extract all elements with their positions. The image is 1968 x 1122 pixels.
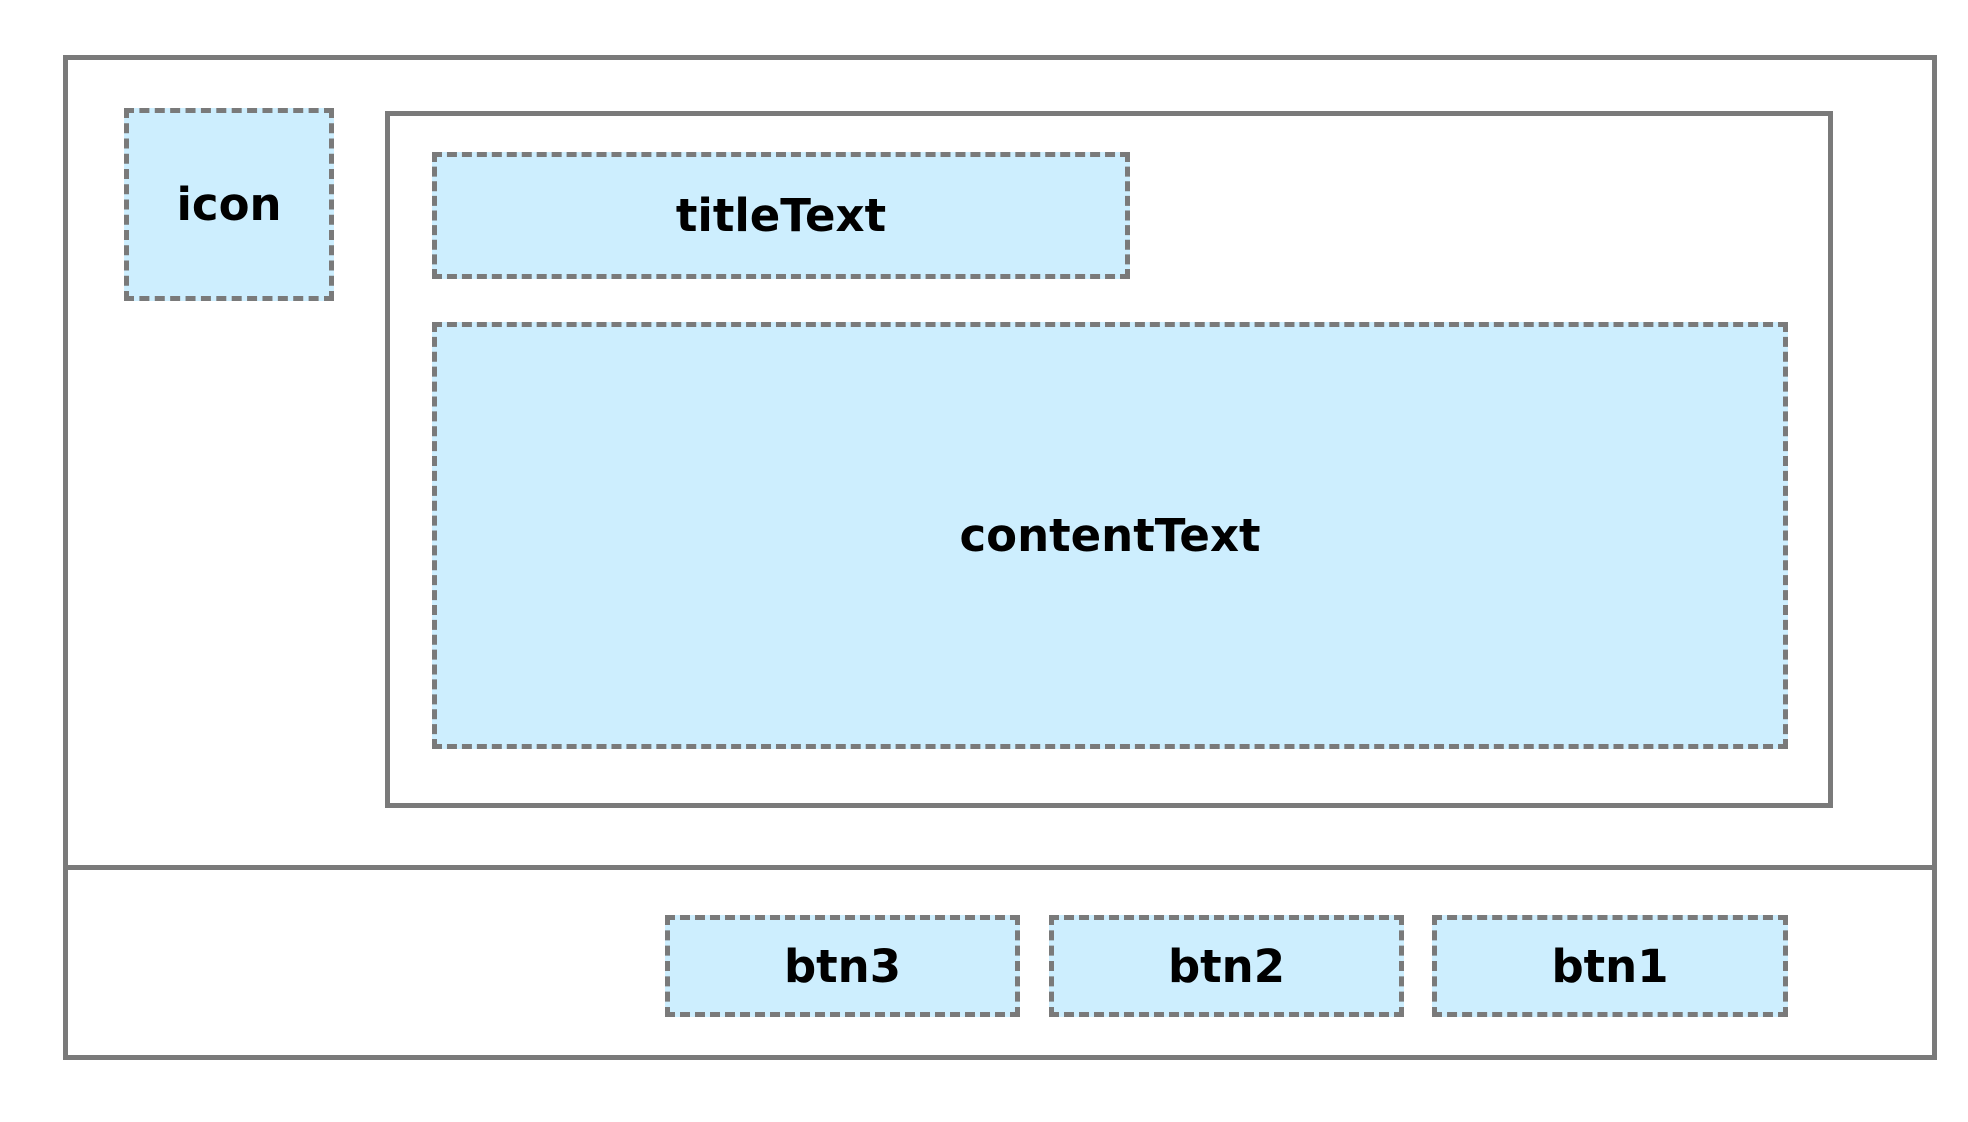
btn3-slot: btn3 (665, 915, 1020, 1017)
footer-divider (63, 865, 1932, 870)
icon-slot: icon (124, 108, 334, 301)
btn1-slot-label: btn1 (1551, 939, 1669, 993)
btn2-slot: btn2 (1049, 915, 1404, 1017)
content-text-slot: contentText (432, 322, 1788, 749)
btn2-slot-label: btn2 (1167, 939, 1286, 993)
title-text-slot: titleText (432, 152, 1130, 279)
title-text-slot-label: titleText (675, 189, 887, 242)
content-text-slot-label: contentText (959, 509, 1261, 562)
btn1-slot: btn1 (1432, 915, 1788, 1017)
btn3-slot-label: btn3 (783, 939, 902, 993)
text-container (385, 111, 1833, 808)
icon-slot-label: icon (176, 178, 282, 231)
dialog-frame (63, 55, 1937, 1060)
